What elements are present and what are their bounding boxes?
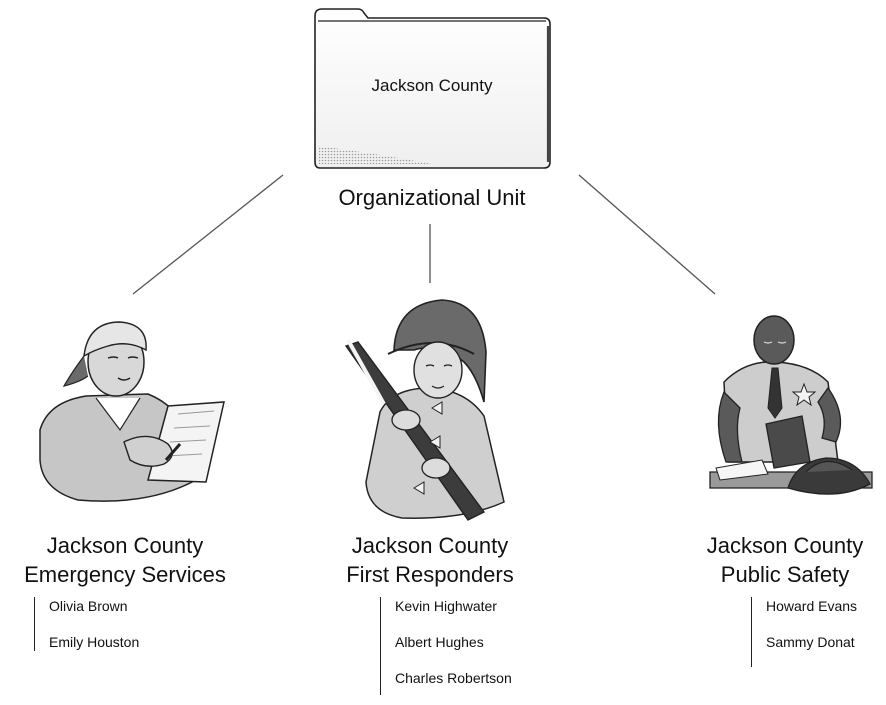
unit-title-public-safety: Jackson County Public Safety <box>660 531 886 589</box>
member-name[interactable]: Albert Hughes <box>395 634 484 650</box>
unit-title-line1: Jackson County <box>706 533 864 558</box>
unit-title-line2: Emergency Services <box>24 562 226 587</box>
member-list-emergency-services: Olivia Brown Emily Houston <box>34 597 139 651</box>
unit-title-line1: Jackson County <box>46 533 204 558</box>
member-name[interactable]: Charles Robertson <box>395 670 512 686</box>
connector-left <box>132 174 284 295</box>
police-officer-icon <box>709 315 873 495</box>
member-name[interactable]: Emily Houston <box>49 634 140 650</box>
folder-icon[interactable] <box>312 6 552 170</box>
member-name[interactable]: Olivia Brown <box>49 598 128 614</box>
unit-title-line1: Jackson County <box>351 533 509 558</box>
connector-right <box>578 174 716 295</box>
member-name[interactable]: Sammy Donat <box>766 634 855 650</box>
unit-title-line2: First Responders <box>346 562 514 587</box>
firefighter-icon <box>344 299 505 521</box>
unit-title-first-responders: Jackson County First Responders <box>305 531 555 589</box>
folder-label: Jackson County <box>371 76 493 95</box>
member-list-public-safety: Howard Evans Sammy Donat <box>751 597 857 667</box>
member-name[interactable]: Howard Evans <box>766 598 858 614</box>
member-name[interactable]: Kevin Highwater <box>395 598 497 614</box>
unit-title-emergency-services: Jackson County Emergency Services <box>0 531 250 589</box>
member-list-first-responders: Kevin Highwater Albert Hughes Charles Ro… <box>380 597 512 695</box>
organizational-unit-caption: Organizational Unit <box>338 185 526 210</box>
unit-title-line2: Public Safety <box>720 562 850 587</box>
nurse-with-clipboard-icon <box>39 321 225 502</box>
